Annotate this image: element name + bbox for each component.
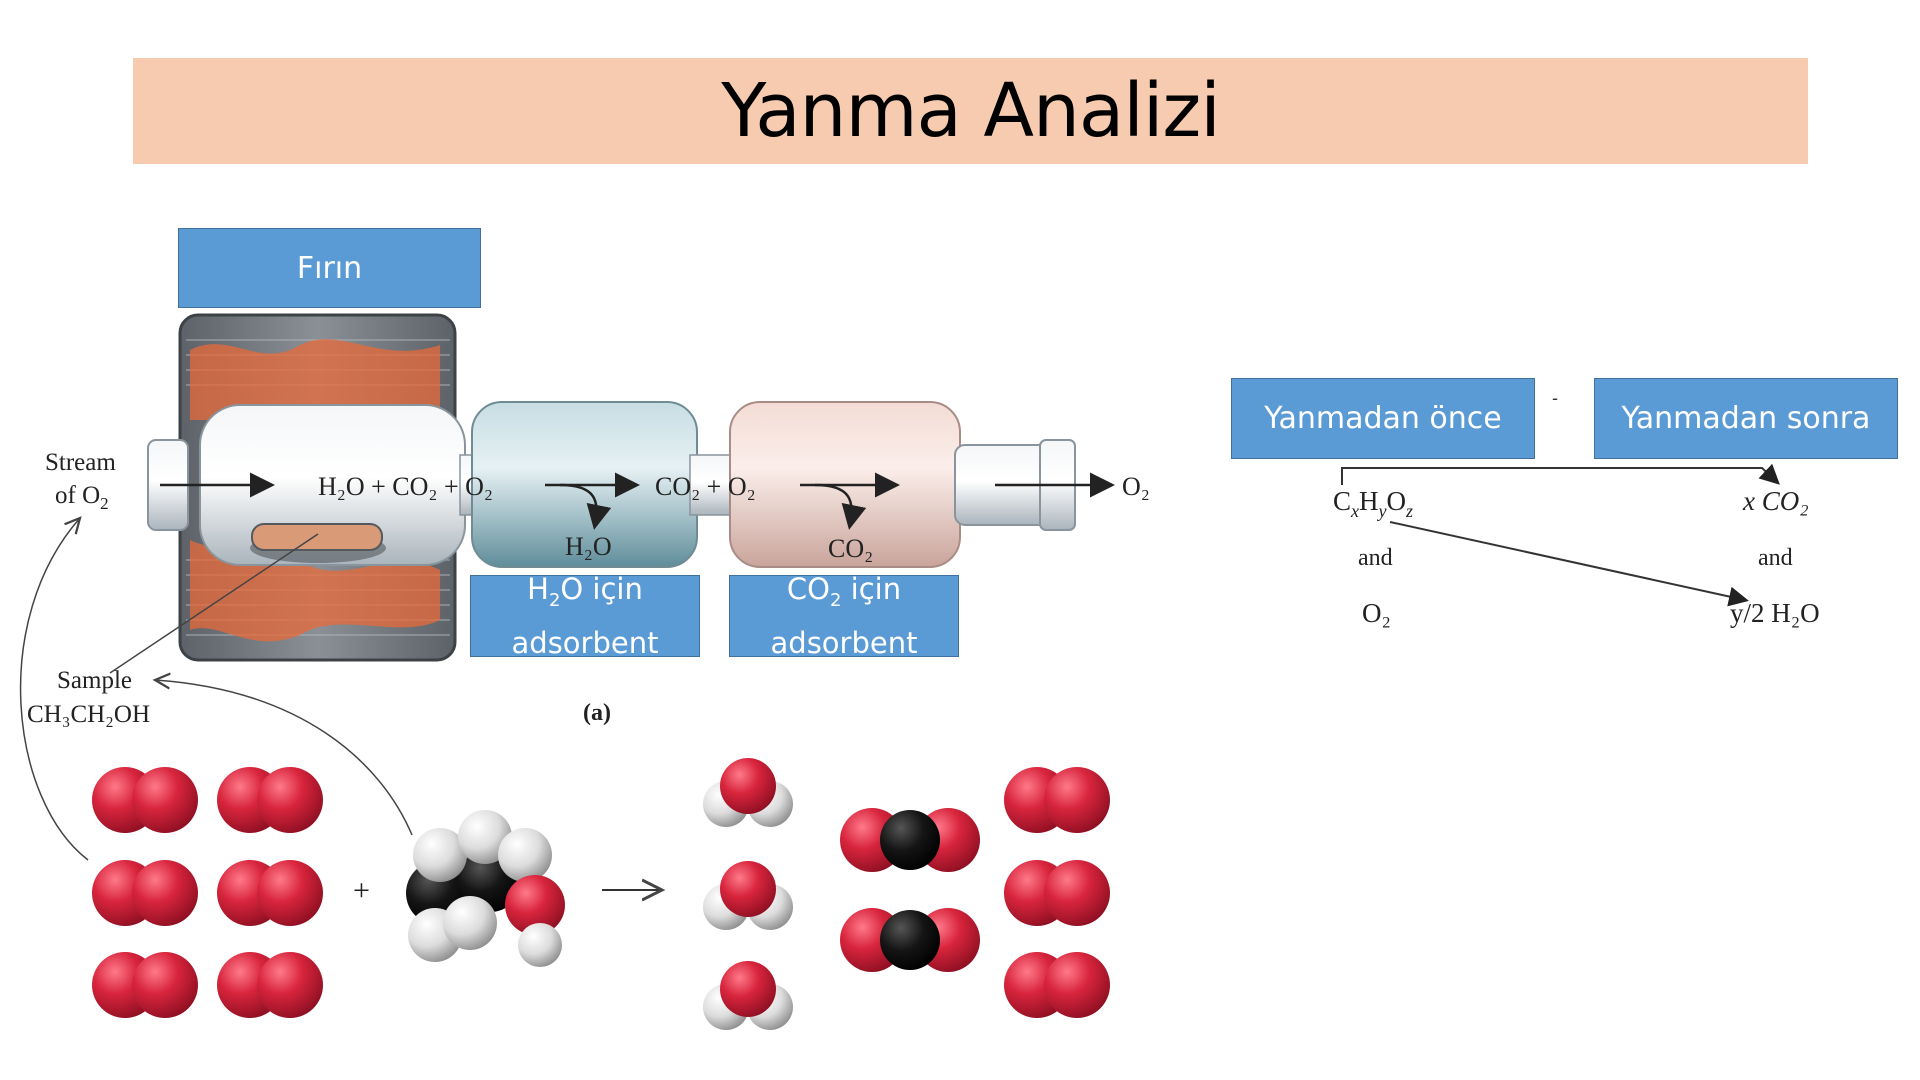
- reactant-formula: CxHyOz: [1333, 486, 1413, 521]
- sample-formula: CH₃CH₂OH: [27, 701, 150, 728]
- o2-molecules-product: [1004, 767, 1110, 1018]
- ethanol-molecule: [406, 810, 565, 967]
- co2-adsorbent-label: CO2 için adsorbent: [729, 572, 959, 660]
- co2-adsorbent-line2: adsorbent: [770, 625, 918, 660]
- reactant-o2: O₂: [1362, 598, 1391, 628]
- co2-molecules-product: [840, 808, 980, 972]
- product-and: and: [1758, 545, 1793, 571]
- h2o-adsorbent-line2: adsorbent: [511, 625, 659, 660]
- furnace-label-text: Fırın: [296, 250, 363, 286]
- figure-caption: (a): [583, 700, 611, 726]
- stream-label-line2: of O2: [55, 482, 109, 513]
- plus-sign: +: [353, 874, 370, 907]
- leader-lines: [19, 518, 413, 861]
- h2o-molecules-product: [703, 758, 793, 1030]
- sample-boat: [250, 523, 386, 563]
- gases-after-h2o: CO₂ + O₂: [655, 472, 756, 501]
- before-combustion-label: Yanmadan önce: [1231, 378, 1535, 459]
- flow-arrows: [160, 472, 1115, 530]
- title-banner: Yanma Analizi: [133, 58, 1808, 164]
- furnace-label: Fırın: [178, 228, 481, 308]
- h2o-removed: H₂O: [565, 532, 612, 561]
- product-co2: x CO₂: [1742, 486, 1809, 516]
- after-combustion-label: Yanmadan sonra: [1594, 378, 1898, 459]
- h2o-adsorbent-label: H2O için adsorbent: [470, 572, 700, 660]
- stream-label-line1: Stream: [45, 449, 116, 476]
- product-h2o: y/2 H₂O: [1730, 598, 1820, 628]
- equation-arrows: [1341, 463, 1780, 607]
- page-title: Yanma Analizi: [721, 68, 1221, 154]
- co2-removed: CO₂: [828, 534, 873, 563]
- after-combustion-text: Yanmadan sonra: [1621, 401, 1871, 436]
- o2-molecules-reactant: [92, 767, 323, 1018]
- sample-label: Sample: [57, 667, 132, 694]
- h2o-adsorbent-line1: H2O için: [527, 572, 643, 611]
- before-combustion-text: Yanmadan önce: [1264, 401, 1502, 436]
- o2-exit: O₂: [1122, 472, 1150, 501]
- co2-adsorbent-line1: CO2 için: [786, 572, 902, 611]
- reaction-gases: H₂O + CO₂ + O₂: [318, 472, 493, 501]
- reactant-and: and: [1358, 545, 1393, 571]
- separator-dash: -: [1552, 388, 1558, 408]
